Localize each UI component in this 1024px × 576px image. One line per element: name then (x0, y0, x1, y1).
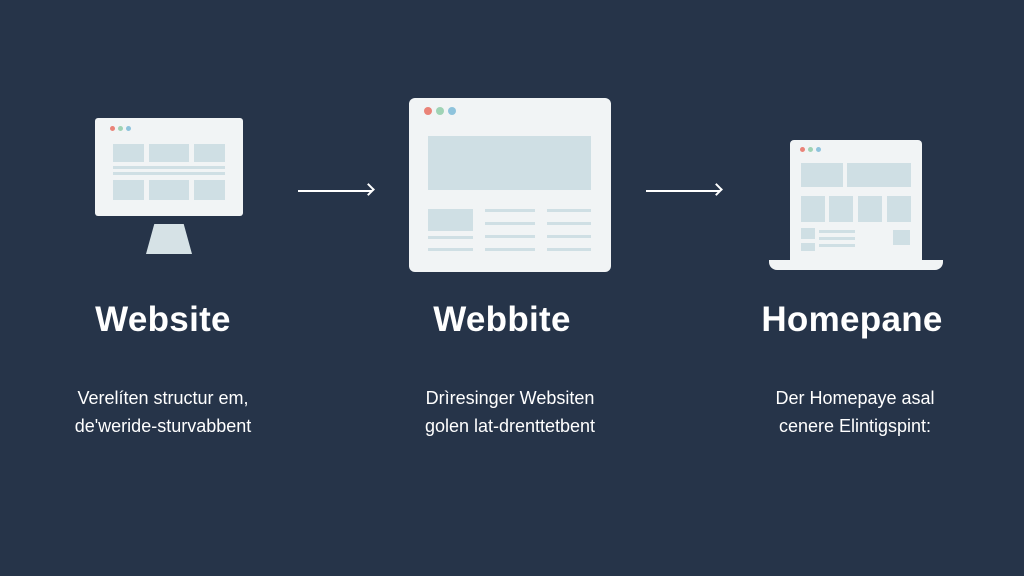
thumbnail (801, 243, 815, 251)
window-dot-blue (126, 126, 131, 131)
description-line: cenere Elintigspint: (778, 416, 932, 436)
window-dot-blue (448, 107, 456, 115)
text-line (819, 230, 855, 233)
window-dot-red (424, 107, 432, 115)
text-line (547, 222, 591, 225)
hero-banner (428, 136, 591, 190)
step-title: Website (95, 300, 231, 339)
text-line (113, 166, 225, 169)
laptop-icon (769, 140, 943, 270)
grid-cell (858, 196, 882, 222)
step-title: Webbite (433, 300, 571, 339)
browser-window-icon (409, 98, 611, 272)
grid-cell (149, 180, 189, 200)
description-line: Verelíten structur em, (77, 388, 249, 408)
grid-cell (887, 196, 911, 222)
step-description: Der Homepaye asal cenere Elintigspint: (705, 384, 1005, 440)
arrow-right-icon (298, 190, 372, 192)
text-line (547, 209, 591, 212)
header-block (847, 163, 911, 187)
browser-screen (409, 98, 611, 272)
laptop-screen (790, 140, 922, 260)
window-dot-red (110, 126, 115, 131)
window-dot-green (436, 107, 444, 115)
text-line (485, 248, 535, 251)
step-description: Drìresinger Websiten golen lat-drenttetb… (360, 384, 660, 440)
step-title: Homepane (761, 300, 943, 339)
monitor-screen (95, 118, 243, 216)
arrow-right-icon (646, 190, 720, 192)
text-line (547, 235, 591, 238)
description-line: Drìresinger Websiten (425, 388, 595, 408)
laptop-base (769, 260, 943, 270)
step-description: Verelíten structur em, de'weride-sturvab… (13, 384, 313, 440)
grid-cell (801, 196, 825, 222)
grid-cell (113, 144, 144, 162)
grid-cell (113, 180, 144, 200)
window-dot-green (808, 147, 813, 152)
text-line (113, 172, 225, 175)
text-line (485, 235, 535, 238)
grid-cell (194, 144, 225, 162)
text-line (485, 209, 535, 212)
grid-cell (149, 144, 189, 162)
description-line: Der Homepaye asal (775, 388, 935, 408)
header-block (801, 163, 843, 187)
text-line (819, 237, 855, 240)
monitor-stand (146, 224, 192, 254)
thumbnail (801, 228, 815, 239)
description-line: golen lat-drenttetbent (424, 416, 596, 436)
grid-cell (194, 180, 225, 200)
text-line (547, 248, 591, 251)
text-line (428, 248, 473, 251)
description-line: de'weride-sturvabbent (74, 416, 252, 436)
content-card (428, 209, 473, 231)
text-line (819, 244, 855, 247)
desktop-monitor-icon (95, 118, 243, 256)
text-line (428, 236, 473, 239)
window-dot-red (800, 147, 805, 152)
window-dot-blue (816, 147, 821, 152)
window-dot-green (118, 126, 123, 131)
thumbnail (893, 230, 910, 245)
grid-cell (829, 196, 853, 222)
text-line (485, 222, 535, 225)
